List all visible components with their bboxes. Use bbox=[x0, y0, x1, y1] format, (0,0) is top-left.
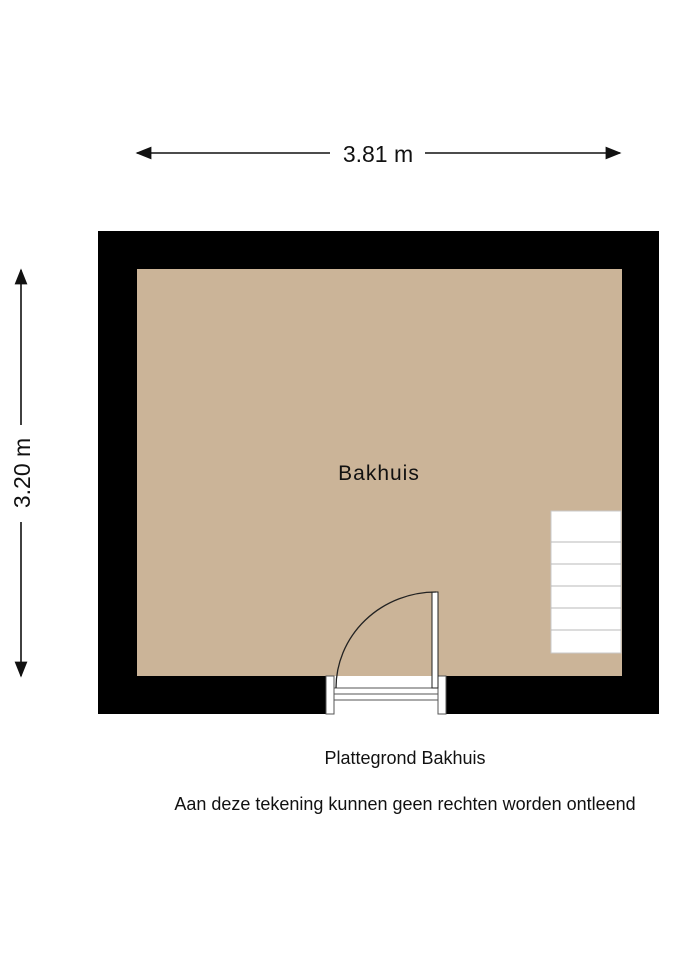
room-label: Bakhuis bbox=[338, 462, 420, 485]
height-dimension-label: 3.20 m bbox=[9, 438, 35, 508]
width-dimension: 3.81 m bbox=[135, 141, 622, 167]
width-dimension-label: 3.81 m bbox=[343, 141, 413, 167]
disclaimer-text: Aan deze tekening kunnen geen rechten wo… bbox=[174, 794, 636, 814]
plan-title: Plattegrond Bakhuis bbox=[324, 748, 486, 768]
stairs bbox=[550, 510, 622, 654]
door-swing bbox=[335, 591, 439, 689]
door-opening bbox=[325, 675, 447, 715]
height-dimension: 3.20 m bbox=[9, 268, 35, 678]
